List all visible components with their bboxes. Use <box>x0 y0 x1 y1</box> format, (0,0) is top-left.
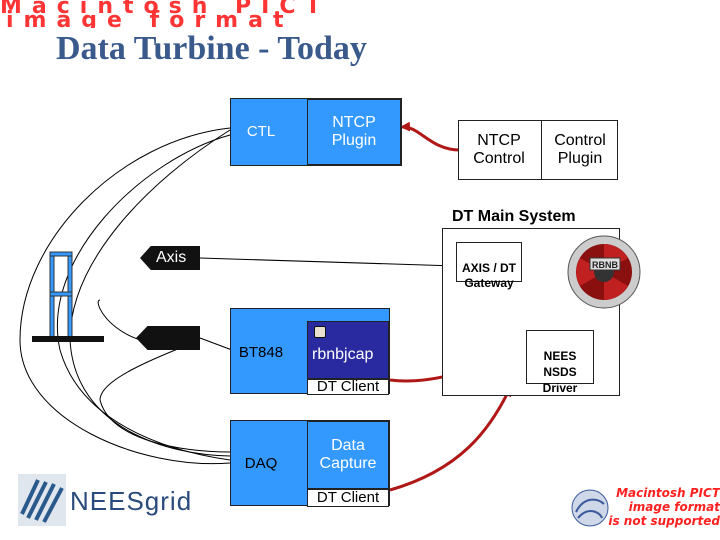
neesgrid-logo-mark-icon <box>18 474 66 526</box>
rbnb-label: RBNB <box>592 260 618 270</box>
pict-notice-line-3: is not supported <box>608 514 720 528</box>
rbnbjcap-app-icon <box>314 326 326 338</box>
pict-unsupported-notice: Macintosh PICT image format is not suppo… <box>604 486 720 528</box>
control-plugin-label: Control Plugin <box>554 132 606 167</box>
pict-globe-icon <box>571 489 609 527</box>
ntcp-plugin-box: NTCP Plugin <box>307 99 401 165</box>
axis-camera <box>140 246 200 270</box>
page-title: Data Turbine - Today <box>56 30 367 67</box>
data-capture-box: Data Capture <box>307 421 389 489</box>
pict-notice-line-2: image format <box>628 500 720 514</box>
dt-client-2-box: DT Client <box>307 489 389 507</box>
rbnbjcap-label: rbnbjcap <box>312 346 374 363</box>
ntcp-control-label: NTCP Control <box>473 132 525 167</box>
nees-nsds-driver-box: NEES NSDS Driver <box>526 330 594 395</box>
ntcp-plugin-label: NTCP Plugin <box>331 114 377 149</box>
dt-client-1-box: DT Client <box>307 378 389 395</box>
test-structure-icon <box>32 251 104 342</box>
banner-line-1: Macintosh PICT <box>0 0 331 19</box>
ctl-ntcp-block: CTL NTCP Plugin <box>230 98 402 166</box>
rbnb-turbine-icon: RBNB <box>567 235 641 309</box>
rbnbjcap-box: rbnbjcap <box>307 321 389 379</box>
daq-label: DAQ <box>244 455 278 472</box>
nees-nsds-driver-label: NEES NSDS Driver <box>542 349 578 395</box>
dt-main-system-label: DT Main System <box>452 208 576 225</box>
axis-gateway-label: AXIS / DT Gateway <box>461 261 516 290</box>
divider <box>541 121 542 179</box>
bt848-block: BT848 rbnbjcap DT Client <box>230 308 390 395</box>
ctl-label: CTL <box>246 123 276 140</box>
data-capture-label: Data Capture <box>319 437 377 472</box>
daq-block: DAQ Data Capture DT Client <box>230 420 390 507</box>
neesgrid-logo: NEESgrid <box>18 472 194 528</box>
axis-label: Axis <box>156 249 187 266</box>
axis-gateway-box: AXIS / DT Gateway <box>456 242 522 290</box>
dt-client-1-label: DT Client <box>316 378 380 395</box>
ntcp-control-block: NTCP Control Control Plugin <box>458 120 618 180</box>
bt848-label: BT848 <box>238 344 284 361</box>
dt-client-2-label: DT Client <box>316 489 380 506</box>
neesgrid-logo-text: NEESgrid <box>70 486 193 516</box>
banner-line-2: image format <box>6 8 294 29</box>
pict-unsupported-banner: Macintosh PICT image format <box>0 0 720 28</box>
pict-notice-line-1: Macintosh PICT <box>616 486 720 500</box>
bt848-camera <box>136 326 200 350</box>
